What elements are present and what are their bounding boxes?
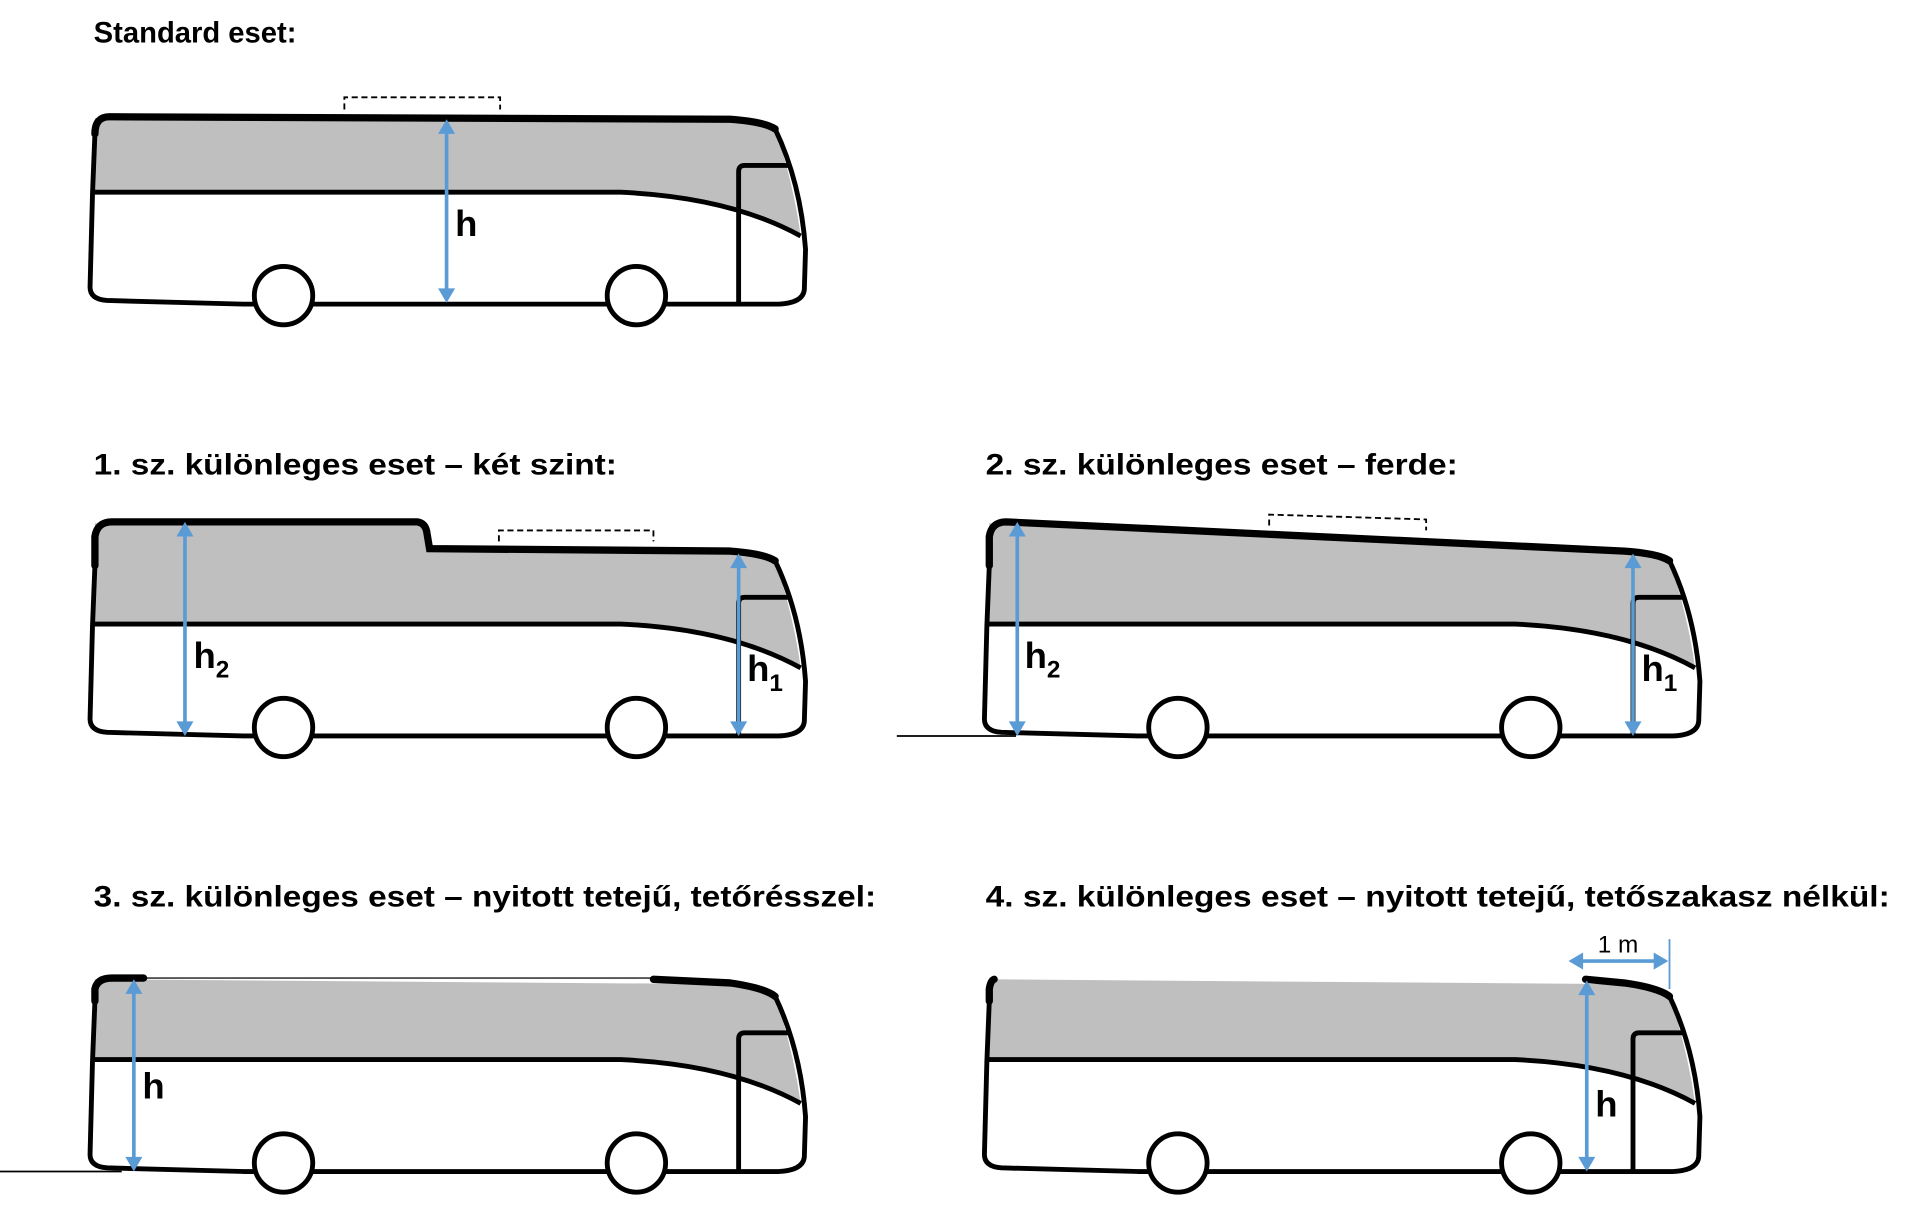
- height-label-h2: h2: [193, 635, 229, 684]
- roof-section-bracket: [343, 96, 502, 110]
- bus-case-4: h 1 m: [984, 932, 1700, 1193]
- title-case-3: 3. sz. különleges eset – nyitott tetejű,…: [94, 881, 876, 913]
- height-label: h: [142, 1066, 164, 1107]
- bus-case-3: h: [0, 974, 806, 1192]
- bus-case-2: h2 h1: [896, 513, 1700, 757]
- height-label-h2: h2: [1025, 635, 1061, 684]
- height-arrow: [125, 979, 143, 1172]
- one-meter-dimension: [1568, 939, 1671, 990]
- roof-section-bracket: [1268, 513, 1428, 531]
- roof-section-bracket: [497, 529, 655, 542]
- title-case-4: 4. sz. különleges eset – nyitott tetejű,…: [986, 881, 1890, 913]
- title-standard: Standard eset:: [94, 18, 297, 50]
- height-label: h: [1595, 1084, 1617, 1125]
- title-case-1: 1. sz. különleges eset – két szint:: [94, 449, 617, 481]
- height-arrow-h1: [730, 553, 748, 736]
- height-arrow-h1: [1624, 553, 1642, 736]
- height-arrow: [438, 119, 456, 303]
- bus-case-1: h2 h1: [90, 518, 806, 757]
- height-label: h: [455, 203, 477, 244]
- height-label-h1: h1: [747, 648, 783, 697]
- height-arrow-h2: [176, 521, 194, 736]
- height-arrow-h2: [1008, 521, 1026, 736]
- height-arrow: [1578, 980, 1596, 1172]
- title-case-2: 2. sz. különleges eset – ferde:: [986, 449, 1458, 481]
- one-meter-label: 1 m: [1598, 932, 1639, 959]
- height-label-h1: h1: [1642, 648, 1678, 697]
- bus-standard: h: [90, 96, 806, 324]
